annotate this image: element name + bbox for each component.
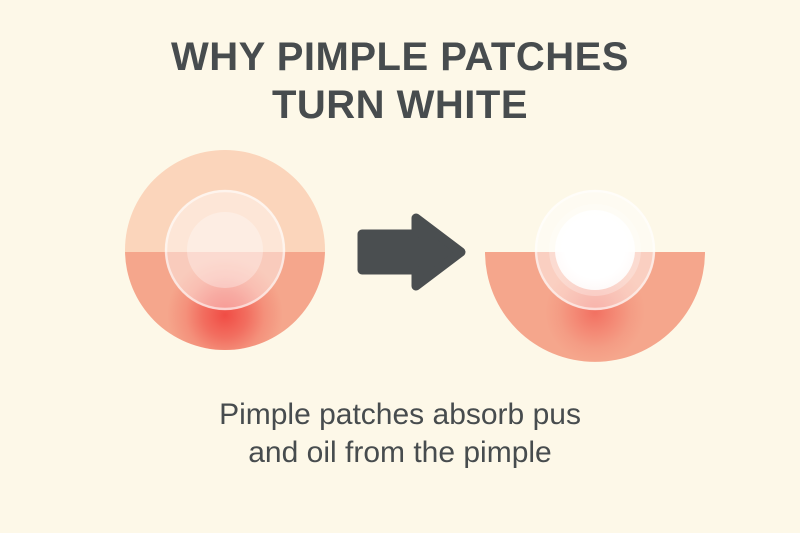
step-before-pimple [125, 150, 325, 350]
caption-line-2: and oil from the pimple [248, 436, 552, 469]
arrow-shape [357, 213, 466, 291]
title-line-1: WHY PIMPLE PATCHES [171, 35, 629, 79]
absorbed-pus-core [555, 210, 635, 290]
caption-line-1: Pimple patches absorb pus [219, 398, 581, 431]
patch-body [165, 190, 285, 310]
patch-rim [164, 189, 286, 311]
patch-inner-zone [187, 212, 263, 288]
page-title: WHY PIMPLE PATCHES TURN WHITE [0, 33, 800, 129]
title-line-2: TURN WHITE [271, 83, 529, 127]
hydrocolloid-patch-left [164, 189, 286, 311]
inflammation-glow [167, 257, 283, 350]
hydrocolloid-patch-right [534, 189, 656, 311]
caption: Pimple patches absorb pus and oil from t… [0, 396, 800, 472]
patch-rim [534, 189, 656, 311]
process-arrow [357, 213, 466, 291]
step-after-pimple [485, 189, 705, 362]
skin-disc-left [125, 150, 325, 350]
inflammation-glow [545, 262, 645, 362]
